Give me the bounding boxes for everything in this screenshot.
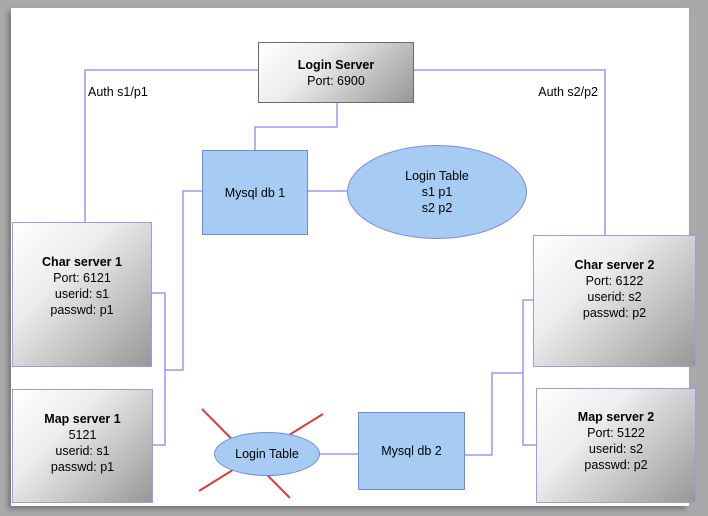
map-server-2-userid: userid: s2	[588, 442, 644, 456]
char-server-2-passwd: passwd: p2	[582, 306, 647, 320]
edge-label-auth-left: Auth s1/p1	[88, 85, 148, 99]
login-server-title: Login Server	[297, 57, 375, 72]
login-table-crossed-label: Login Table	[235, 447, 299, 461]
node-char-server-2[interactable]: Char server 2 Port: 6122 userid: s2 pass…	[533, 235, 696, 367]
node-map-server-1[interactable]: Map server 1 5121 userid: s1 passwd: p1	[12, 389, 153, 503]
char-server-1-userid: userid: s1	[54, 287, 110, 301]
map-server-1-userid: userid: s1	[55, 444, 110, 458]
edge-label-auth-right: Auth s2/p2	[538, 85, 598, 99]
map-server-1-passwd: passwd: p1	[50, 460, 115, 474]
connector-lines	[84, 69, 606, 499]
login-table-title: Login Table	[405, 169, 469, 183]
login-server-port: Port: 6900	[307, 73, 365, 88]
edge-charserver1-mapserver1	[152, 292, 166, 446]
node-char-server-1[interactable]: Char server 1 Port: 6121 userid: s1 pass…	[12, 222, 152, 367]
node-login-table[interactable]: Login Table s1 p1 s2 p2	[347, 145, 527, 239]
node-login-table-crossed[interactable]: Login Table	[214, 432, 320, 476]
map-server-1-port: 5121	[68, 428, 97, 442]
char-server-2-title: Char server 2	[574, 258, 655, 272]
map-server-1-title: Map server 1	[44, 412, 121, 426]
char-server-2-userid: userid: s2	[587, 290, 642, 304]
node-map-server-2[interactable]: Map server 2 Port: 5122 userid: s2 passw…	[536, 388, 696, 503]
char-server-1-passwd: passwd: p1	[50, 303, 114, 317]
char-server-1-title: Char server 1	[42, 255, 122, 269]
node-login-server[interactable]: Login Server Port: 6900	[258, 42, 414, 103]
edge-mysqldb2-charserver2	[465, 372, 523, 456]
char-server-2-port: Port: 6122	[585, 274, 644, 288]
map-server-2-title: Map server 2	[577, 410, 655, 424]
map-server-2-port: Port: 5122	[587, 426, 645, 440]
edge-loginserver-mysqldb1	[254, 103, 338, 150]
char-server-1-port: Port: 6121	[53, 271, 111, 285]
mysql-db-1-label: Mysql db 1	[224, 185, 286, 200]
login-table-row1: s1 p1	[421, 185, 453, 199]
edge-loginserver-charserver2	[414, 69, 606, 235]
edge-loginserver-charserver1	[84, 69, 258, 222]
node-mysql-db-1[interactable]: Mysql db 1	[202, 150, 308, 235]
edge-mysqldb1-charserver1	[165, 190, 202, 371]
login-table-row2: s2 p2	[421, 201, 453, 215]
diagram-canvas: Login Server Port: 6900 Auth s1/p1 Auth …	[11, 8, 696, 506]
node-mysql-db-2[interactable]: Mysql db 2	[358, 412, 465, 490]
map-server-2-passwd: passwd: p2	[584, 458, 648, 472]
mysql-db-2-label: Mysql db 2	[381, 444, 442, 458]
